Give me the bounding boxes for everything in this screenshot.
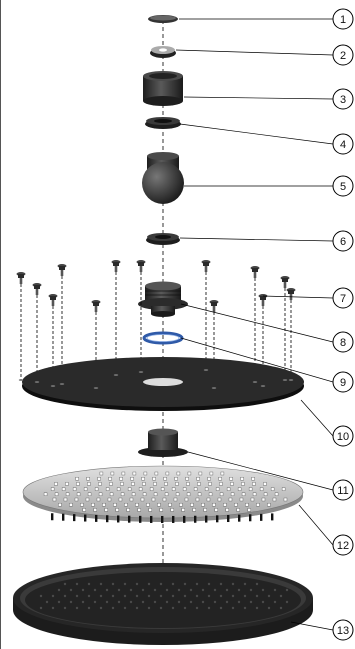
- callout-number: 10: [337, 431, 349, 443]
- screw: [280, 276, 290, 380]
- part-1-cap: [148, 15, 178, 23]
- part-8-threaded-connector: [138, 281, 188, 317]
- callout-4: 4: [179, 123, 354, 155]
- callout-number: 2: [340, 50, 346, 62]
- screw: [286, 288, 296, 380]
- part-4-ring: [145, 117, 181, 129]
- callout-1: 1: [179, 8, 354, 30]
- part-5-ball-joint: [142, 152, 184, 204]
- part-13-base-tray: [13, 563, 313, 645]
- callout-9: 9: [180, 337, 354, 393]
- screw: [209, 300, 219, 388]
- callout-10: 10: [300, 399, 354, 447]
- callout-12: 12: [298, 504, 354, 556]
- callout-number: 12: [337, 540, 349, 552]
- screw: [201, 260, 211, 370]
- callout-11: 11: [187, 451, 354, 501]
- callout-number: 11: [337, 485, 348, 497]
- part-2-washer: [150, 46, 176, 58]
- callout-number: 1: [340, 14, 346, 26]
- callout-number: 9: [340, 377, 346, 389]
- part-10-mounting-plate: [18, 357, 304, 411]
- callout-number: 8: [340, 337, 346, 349]
- screw: [111, 260, 121, 375]
- screw: [91, 300, 101, 388]
- callout-3: 3: [183, 88, 354, 110]
- callout-number: 4: [340, 139, 346, 151]
- part-6-ring: [146, 233, 180, 245]
- part-12-spray-plate: [22, 465, 304, 523]
- callout-6: 6: [179, 230, 354, 252]
- callout-number: 5: [340, 181, 346, 193]
- callout-number: 7: [340, 293, 346, 305]
- callout-8: 8: [180, 303, 354, 353]
- callout-2: 2: [175, 44, 354, 66]
- callout-7: 7: [262, 287, 354, 309]
- screw: [16, 272, 26, 380]
- callout-5: 5: [184, 175, 354, 197]
- callout-13: 13: [290, 619, 354, 641]
- part-3-collar: [143, 71, 183, 106]
- part-11-hub: [138, 428, 188, 457]
- screw: [32, 283, 42, 382]
- callout-number: 3: [340, 94, 346, 106]
- screw: [136, 260, 146, 372]
- callout-number: 6: [340, 236, 346, 248]
- callout-number: 13: [337, 625, 349, 637]
